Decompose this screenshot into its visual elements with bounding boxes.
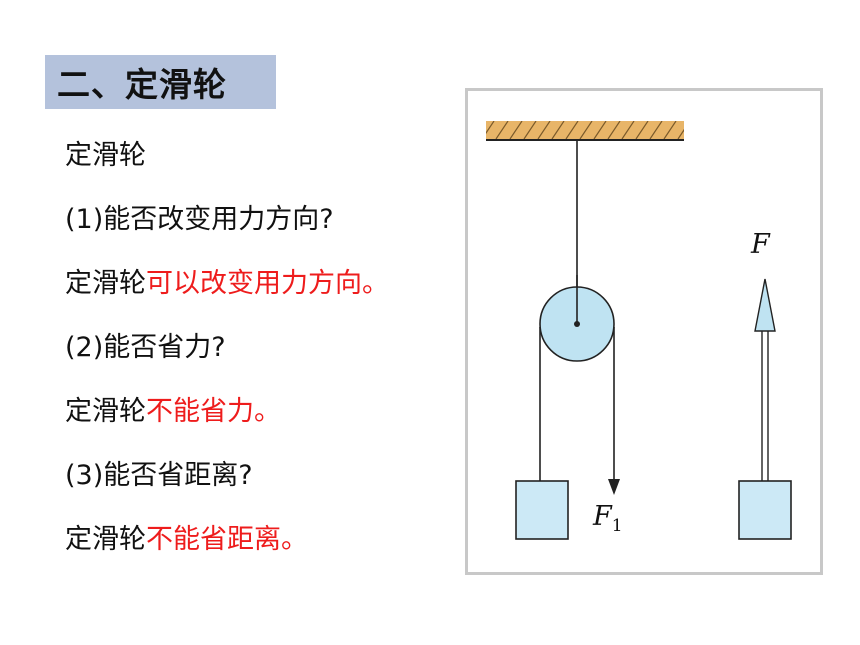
line-1-text: 定滑轮 xyxy=(65,140,146,171)
line-3-subject: 定滑轮 xyxy=(65,268,146,299)
line-6-question: (3)能否省距离? xyxy=(65,460,253,491)
line-4-question: (2)能否省力? xyxy=(65,332,226,363)
text-lines: 定滑轮 (1)能否改变用力方向? 定滑轮可以改变用力方向。 (2)能否省力? 定… xyxy=(65,132,389,580)
force-label-f: F xyxy=(750,229,771,260)
ceiling xyxy=(486,121,684,141)
text-line-5: 定滑轮不能省力。 xyxy=(65,388,389,452)
pulley-figure-frame: F1 F xyxy=(465,88,823,575)
force-arrow-shaft xyxy=(761,328,769,484)
text-line-2: (1)能否改变用力方向? xyxy=(65,196,389,260)
section-heading-box: 二、定滑轮 xyxy=(45,55,276,109)
section-heading: 二、定滑轮 xyxy=(57,65,227,104)
f1-subscript: 1 xyxy=(612,516,623,536)
load-block-right xyxy=(738,480,792,540)
force-label-f1: F1 xyxy=(592,501,623,536)
line-3-answer: 可以改变用力方向。 xyxy=(146,268,389,299)
line-2-question: (1)能否改变用力方向? xyxy=(65,204,334,235)
text-line-3: 定滑轮可以改变用力方向。 xyxy=(65,260,389,324)
fixed-pulley-diagram: F1 F xyxy=(486,121,792,540)
line-5-answer: 不能省力。 xyxy=(146,396,281,427)
f1-main: F xyxy=(592,501,613,532)
line-7-subject: 定滑轮 xyxy=(65,524,146,555)
line-7-answer: 不能省距离。 xyxy=(146,524,308,555)
text-line-4: (2)能否省力? xyxy=(65,324,389,388)
force-arrow-head xyxy=(754,278,776,332)
pull-arrow-down xyxy=(608,479,620,495)
ceiling-fill xyxy=(486,121,684,139)
text-line-7: 定滑轮不能省距离。 xyxy=(65,516,389,580)
text-line-1: 定滑轮 xyxy=(65,132,389,196)
ceiling-hatching xyxy=(486,121,684,139)
text-line-6: (3)能否省距离? xyxy=(65,452,389,516)
line-5-subject: 定滑轮 xyxy=(65,396,146,427)
load-block-left xyxy=(515,480,569,540)
